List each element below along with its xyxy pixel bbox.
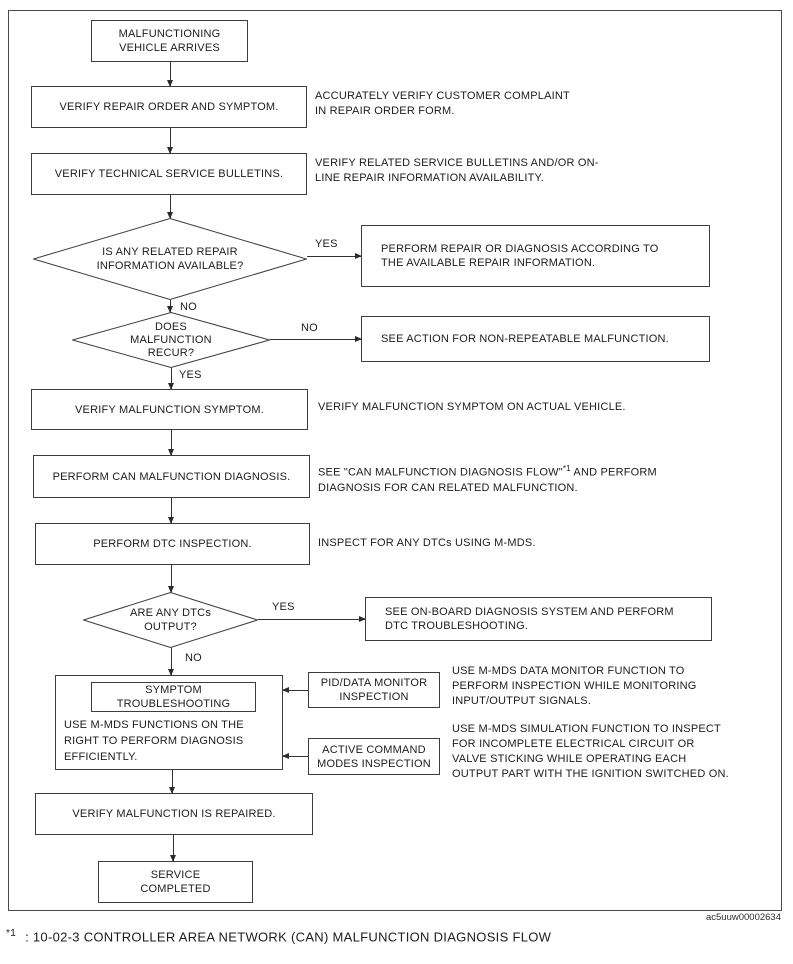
note-active: USE M-MDS SIMULATION FUNCTION TO INSPECT… [452, 723, 729, 780]
arrow-no-to-non-repeatable [270, 336, 362, 342]
arrow-troubleshooting-to-repaired [169, 770, 175, 794]
arrow-yes-to-perform-repair [307, 253, 362, 259]
arrow-can-to-dtc [168, 498, 174, 524]
action-onboard-diagnosis: SEE ON-BOARD DIAGNOSIS SYSTEM AND PERFOR… [365, 597, 712, 641]
decision-malfunction-recur-label: DOES MALFUNCTION RECUR? [130, 320, 212, 359]
decision-dtcs-output: ARE ANY DTCs OUTPUT? [83, 592, 258, 648]
diamond-shape [83, 592, 258, 648]
note-dtc: INSPECT FOR ANY DTCs USING M-MDS. [318, 537, 536, 549]
node-verify-symptom: VERIFY MALFUNCTION SYMPTOM. [31, 389, 308, 430]
note-can-flow-sup: *1 [562, 464, 571, 473]
action-perform-repair: PERFORM REPAIR OR DIAGNOSIS ACCORDING TO… [361, 225, 710, 287]
arrow-repaired-to-end [170, 835, 176, 862]
node-can-diagnosis: PERFORM CAN MALFUNCTION DIAGNOSIS. [33, 455, 310, 498]
label-yes-decision3: YES [272, 601, 295, 613]
decision-malfunction-recur: DOES MALFUNCTION RECUR? [72, 312, 270, 368]
note-can-flow: SEE "CAN MALFUNCTION DIAGNOSIS FLOW"*1 A… [318, 461, 657, 496]
node-service-completed: SERVICE COMPLETED [98, 861, 253, 903]
label-no-decision1: NO [180, 301, 197, 313]
arrow-dtc-to-decision3 [168, 565, 174, 593]
arrow-decision2-to-symptom [168, 368, 174, 390]
decision-repair-info: IS ANY RELATED REPAIR INFORMATION AVAILA… [33, 218, 307, 300]
node-verify-repair-order: VERIFY REPAIR ORDER AND SYMPTOM. [31, 86, 307, 128]
label-yes-decision1: YES [315, 238, 338, 250]
arrow-yes-to-onboard [258, 616, 366, 622]
label-no-decision3: NO [185, 652, 202, 664]
label-no-decision2: NO [301, 322, 318, 334]
figure-code: ac5uuw00002634 [705, 912, 781, 923]
symptom-title-box: SYMPTOM TROUBLESHOOTING [91, 682, 256, 712]
arrow-verify-to-tsb [167, 128, 173, 154]
note-pid: USE M-MDS DATA MONITOR FUNCTION TO PERFO… [452, 665, 697, 707]
tool-active-command: ACTIVE COMMAND MODES INSPECTION [308, 738, 440, 775]
node-verify-tsb: VERIFY TECHNICAL SERVICE BULLETINS. [31, 153, 307, 195]
node-verify-repaired: VERIFY MALFUNCTION IS REPAIRED. [35, 793, 313, 835]
footnote-text: : 10-02-3 CONTROLLER AREA NETWORK (CAN) … [25, 929, 552, 945]
note-verify-symptom: VERIFY MALFUNCTION SYMPTOM ON ACTUAL VEH… [318, 401, 626, 413]
decision-dtcs-output-label: ARE ANY DTCs OUTPUT? [129, 607, 212, 633]
symptom-body-text: USE M-MDS FUNCTIONS ON THE RIGHT TO PERF… [64, 719, 244, 763]
arrow-pid-to-troubleshooting [282, 687, 308, 693]
symptom-troubleshooting-box: SYMPTOM TROUBLESHOOTING USE M-MDS FUNCTI… [55, 675, 283, 770]
diagram-border [8, 10, 782, 911]
action-non-repeatable: SEE ACTION FOR NON-REPEATABLE MALFUNCTIO… [361, 316, 710, 362]
label-yes-decision2: YES [179, 369, 202, 381]
arrow-decision1-to-decision2 [167, 300, 173, 313]
diamond-shape [72, 312, 270, 368]
note-repair-order: ACCURATELY VERIFY CUSTOMER COMPLAINT IN … [315, 90, 570, 117]
footnote-sup: *1 [6, 928, 17, 939]
tool-pid-data-monitor: PID/DATA MONITOR INSPECTION [308, 672, 440, 708]
arrow-symptom-to-can [168, 430, 174, 456]
note-can-flow-post: AND PERFORM DIAGNOSIS FOR CAN RELATED MA… [318, 466, 657, 494]
note-tsb: VERIFY RELATED SERVICE BULLETINS AND/OR … [315, 157, 599, 184]
arrow-tsb-to-decision1 [167, 195, 173, 219]
arrow-start-to-verify [167, 62, 173, 87]
arrow-decision3-to-troubleshooting [168, 648, 174, 676]
node-start: MALFUNCTIONING VEHICLE ARRIVES [91, 20, 248, 62]
footnote: *1 : 10-02-3 CONTROLLER AREA NETWORK (CAN… [6, 928, 551, 944]
node-dtc-inspection: PERFORM DTC INSPECTION. [35, 523, 310, 565]
diamond-shape [33, 218, 307, 300]
decision-repair-info-label: IS ANY RELATED REPAIR INFORMATION AVAILA… [96, 246, 244, 272]
note-can-flow-pre: SEE "CAN MALFUNCTION DIAGNOSIS FLOW" [318, 466, 563, 479]
arrow-active-to-troubleshooting [282, 753, 308, 759]
